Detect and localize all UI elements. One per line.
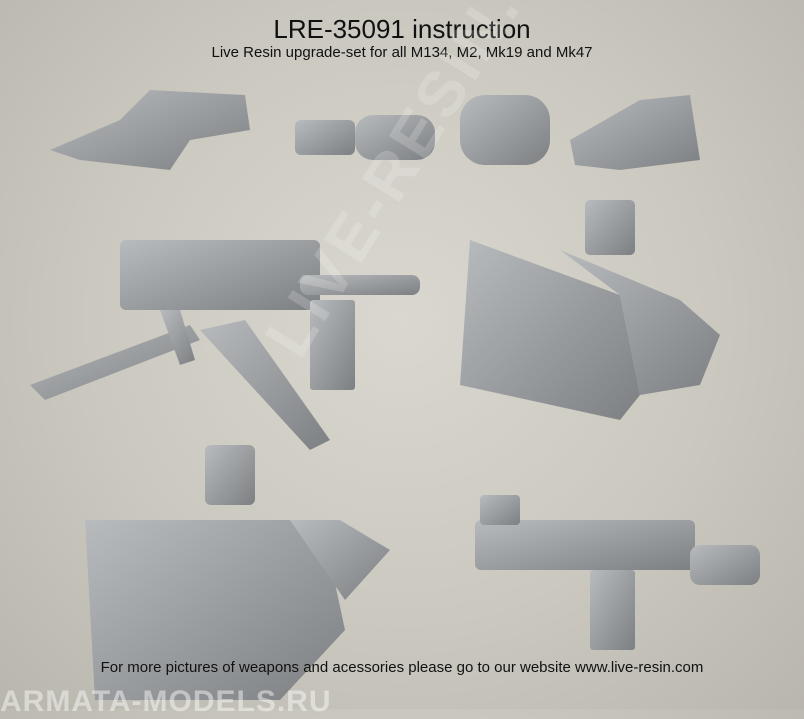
optic-sight-part <box>570 95 700 170</box>
page-subtitle: Live Resin upgrade-set for all M134, M2,… <box>211 44 593 61</box>
bracket-part <box>50 90 250 170</box>
shielded-mount-left <box>85 445 390 700</box>
flashlight-part <box>295 115 435 160</box>
scope-housing-part <box>460 95 550 165</box>
standalone-gun <box>475 495 760 650</box>
page-title: LRE-35091 instruction <box>273 14 531 44</box>
bottom-watermark: ARMATA-MODELS.RU <box>0 685 332 718</box>
tripod-gun-assembly <box>30 240 420 450</box>
website-footer-text: For more pictures of weapons and acessor… <box>100 659 704 676</box>
shielded-mount-right <box>460 200 720 420</box>
